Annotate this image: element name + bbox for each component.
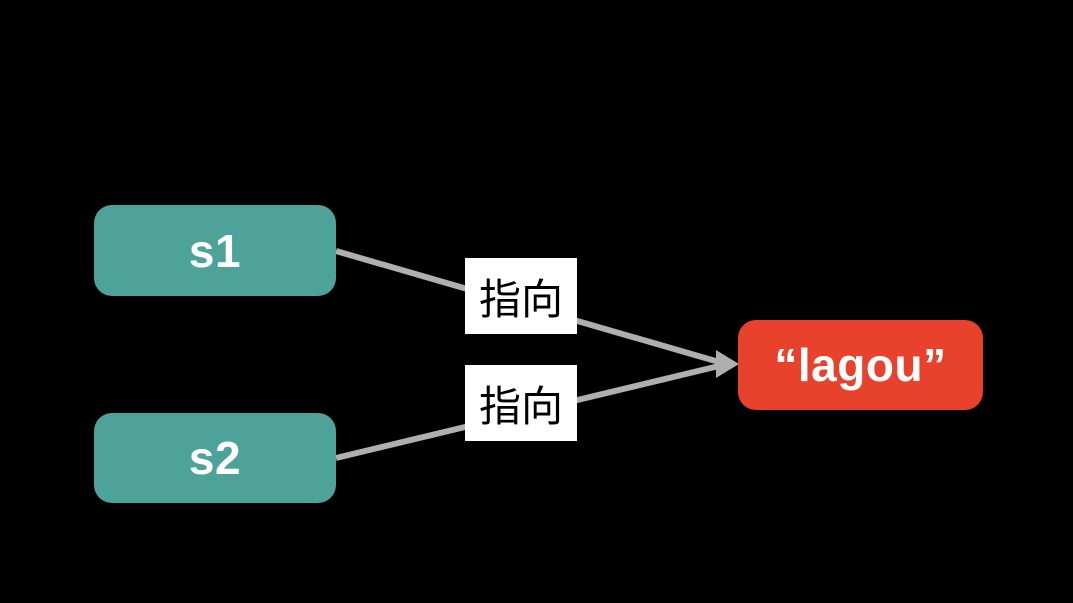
node-s1: s1 <box>94 205 336 296</box>
node-lagou: “lagou” <box>738 320 983 410</box>
edge-label-s2-text: 指向 <box>478 382 563 430</box>
node-s1-label: s1 <box>188 224 242 277</box>
node-s2-label: s2 <box>188 432 242 484</box>
arrowhead-icon <box>716 350 739 378</box>
edge-label-s2-to-lagou: 指向 <box>465 365 577 441</box>
edge-label-s1-to-lagou: 指向 <box>465 258 577 334</box>
node-lagou-label: “lagou” <box>774 339 947 391</box>
node-s2: s2 <box>94 413 336 503</box>
edge-label-s1-text: 指向 <box>478 275 563 323</box>
